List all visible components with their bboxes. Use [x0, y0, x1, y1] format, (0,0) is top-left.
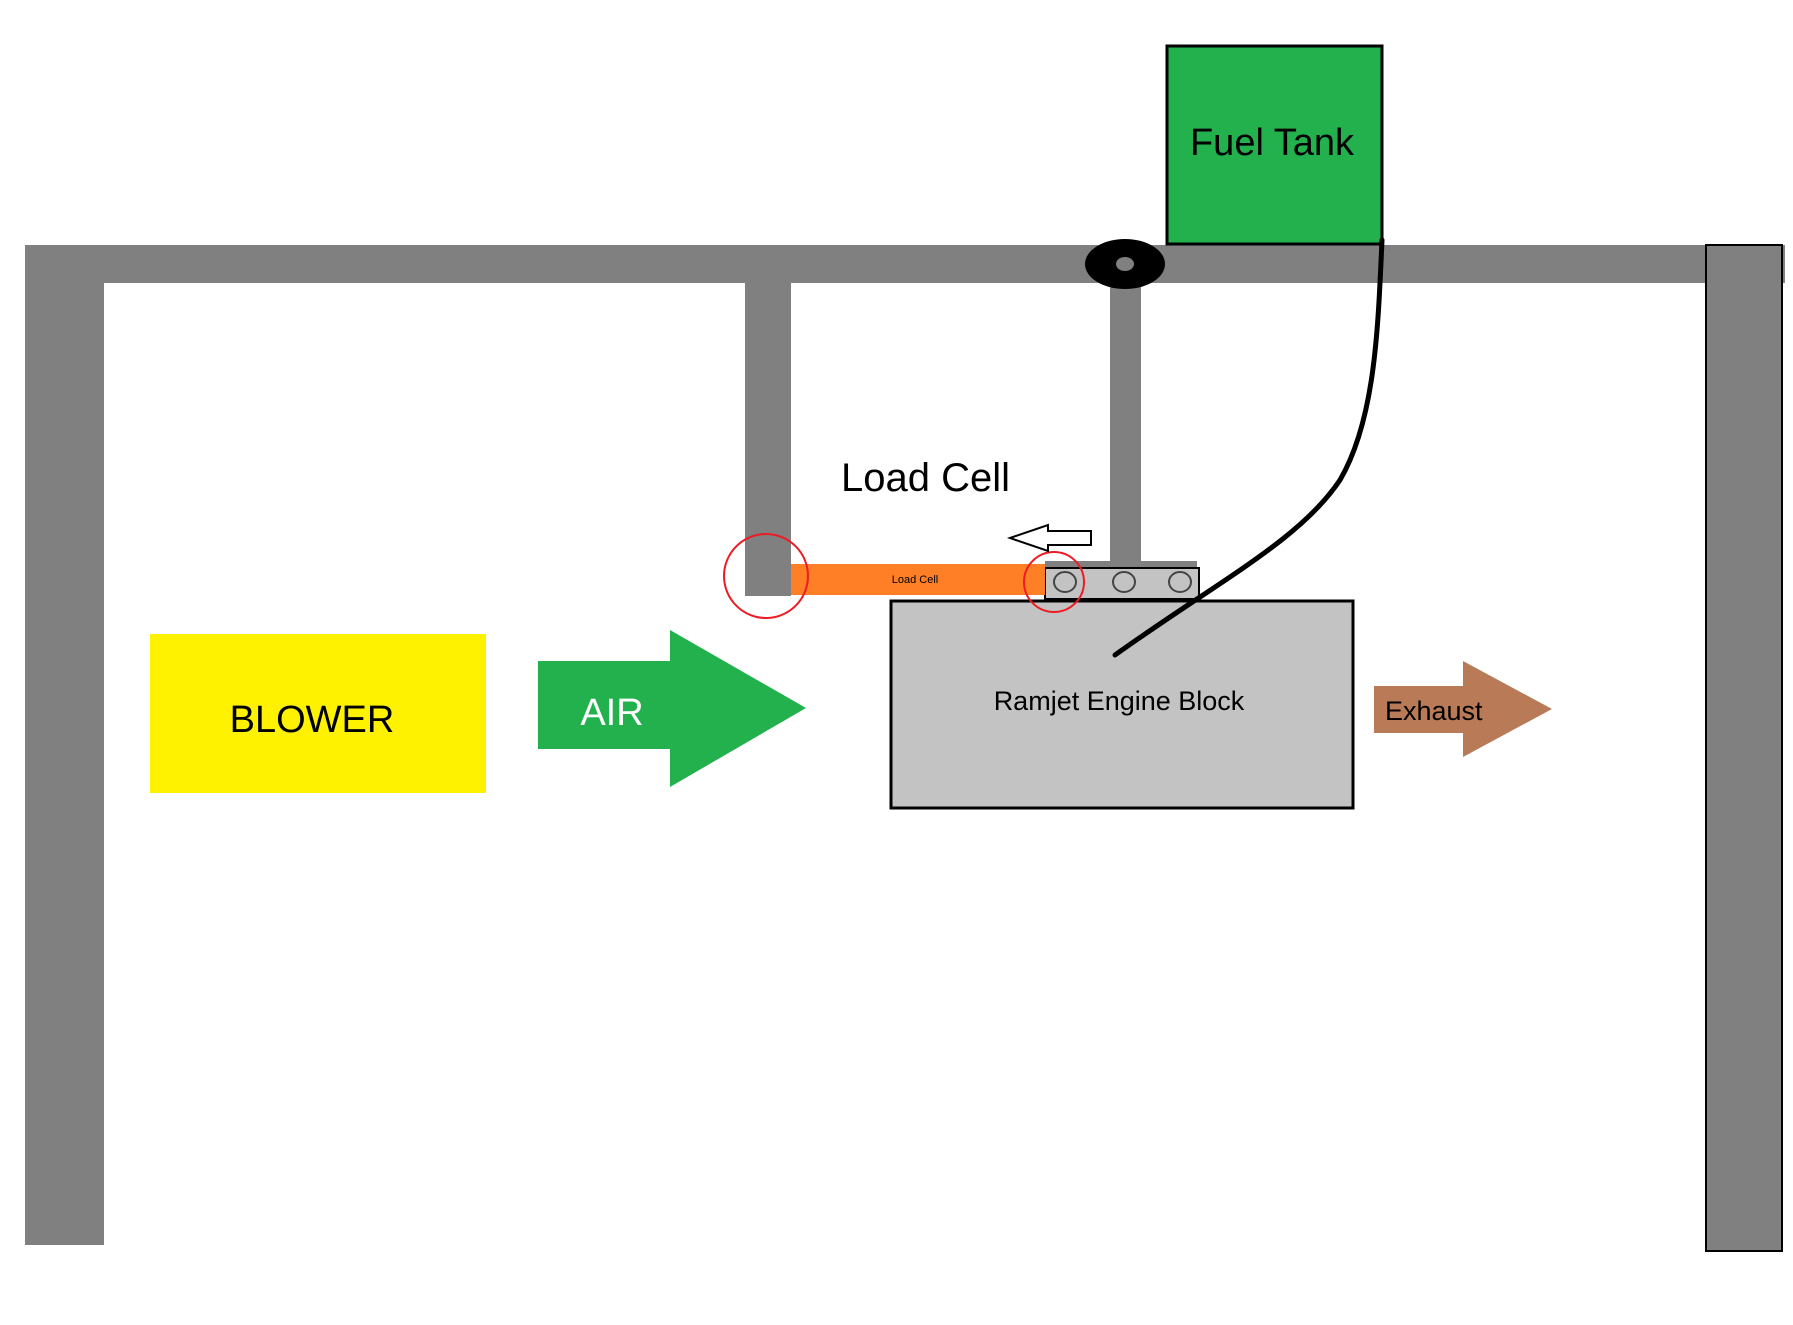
- air-arrow-shape: [538, 630, 806, 787]
- engine-block-label: Ramjet Engine Block: [994, 686, 1245, 716]
- mount-bolt: [1168, 571, 1192, 593]
- thrust-direction-arrow: [1006, 523, 1092, 553]
- air-label: AIR: [580, 692, 643, 734]
- frame: [25, 244, 1785, 1252]
- fuel-tank: Fuel Tank: [1165, 44, 1384, 246]
- right-joint-highlight: [1023, 551, 1085, 613]
- exhaust-arrow-shape: [1374, 661, 1552, 757]
- frame-top-beam: [25, 245, 1785, 283]
- mount-bolt: [1112, 571, 1136, 593]
- load-cell-bar: [791, 564, 1045, 595]
- load-cell-title: Load Cell: [841, 456, 1010, 500]
- fuel-tank-label: Fuel Tank: [1190, 122, 1355, 164]
- blower-box: [150, 634, 486, 793]
- load-cell: Load Cell: [791, 564, 1045, 595]
- pivot-hole: [1116, 257, 1134, 271]
- pivot-bearing: [1085, 239, 1165, 289]
- fuel-line: [1112, 237, 1385, 658]
- mount-plate-top: [1045, 561, 1197, 570]
- air-arrow: AIR: [538, 630, 806, 787]
- frame-right-leg: [1705, 244, 1783, 1252]
- center-hanger-post: [1110, 283, 1141, 565]
- mount-bolt: [1053, 571, 1077, 593]
- blower-label: BLOWER: [230, 699, 395, 741]
- frame-left-leg: [25, 245, 104, 1245]
- blower: BLOWER: [150, 634, 486, 793]
- engine-block: Ramjet Engine Block: [889, 599, 1355, 810]
- engine-block-box: [889, 599, 1355, 810]
- load-cell-bar-label: Load Cell: [892, 574, 938, 586]
- left-joint-highlight: [723, 533, 809, 619]
- exhaust-label: Exhaust: [1385, 696, 1483, 726]
- fuel-tank-box: [1165, 44, 1384, 246]
- joint-highlights: [723, 533, 1085, 619]
- mount-plate: [1044, 561, 1200, 600]
- exhaust-arrow: Exhaust: [1374, 661, 1552, 757]
- left-hanger-post: [745, 283, 791, 596]
